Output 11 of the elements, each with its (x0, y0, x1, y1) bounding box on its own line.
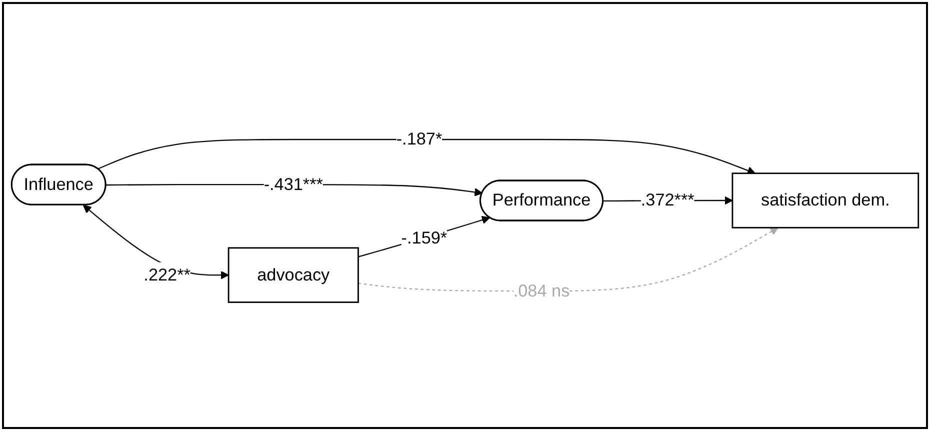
edge-label: -.187* (396, 130, 442, 149)
arrow (358, 216, 490, 258)
node-box: satisfaction dem. (732, 172, 920, 229)
arrow (358, 228, 778, 292)
edge-label: -.431*** (264, 174, 323, 194)
edge-label: -.159* (401, 228, 448, 248)
edge-label: .372*** (640, 190, 694, 210)
node-box: advocacy (228, 247, 359, 304)
edge-label: .084 ns (513, 281, 570, 300)
arrow (98, 139, 756, 175)
edge-label: .222** (144, 265, 190, 284)
